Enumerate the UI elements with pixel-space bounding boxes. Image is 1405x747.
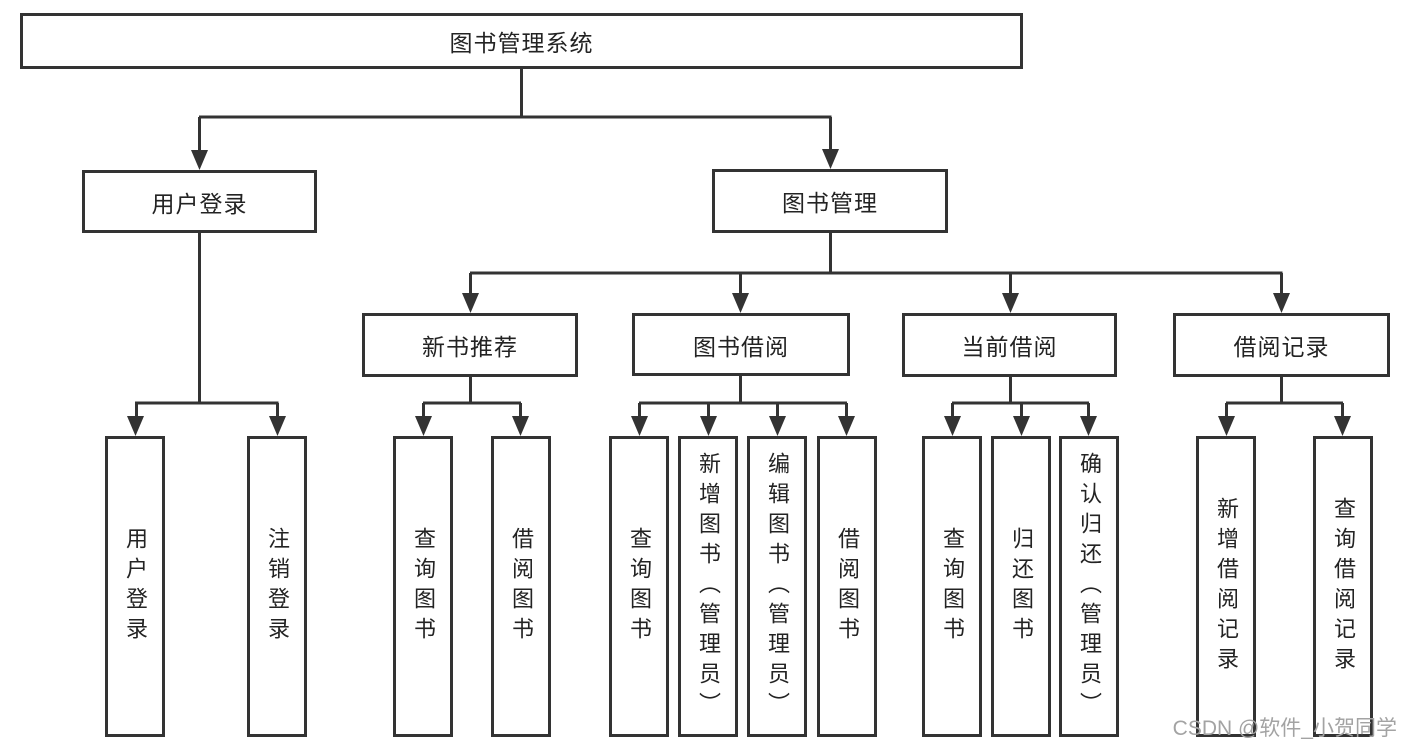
node-label: 图书管理系统	[449, 30, 594, 56]
leaf-user-login: 用户登录	[105, 436, 165, 737]
leaf-label: 借阅图书	[509, 526, 534, 647]
leaf-return-book: 归还图书	[991, 436, 1051, 737]
leaf-label: 新增图书（管理员）	[696, 451, 721, 722]
leaf-add-borrow-record: 新增借阅记录	[1196, 436, 1256, 737]
leaf-query-books-current: 查询图书	[922, 436, 982, 737]
leaf-label: 查询图书	[627, 526, 652, 647]
leaf-label: 借阅图书	[835, 526, 860, 647]
leaf-label: 用户登录	[123, 526, 148, 647]
leaf-query-books-recommend: 查询图书	[393, 436, 453, 737]
node-current-borrow: 当前借阅	[902, 313, 1117, 377]
leaf-query-books-borrow: 查询图书	[609, 436, 669, 737]
leaf-edit-book-admin: 编辑图书（管理员）	[747, 436, 807, 737]
leaf-add-book-admin: 新增图书（管理员）	[678, 436, 738, 737]
leaf-label: 归还图书	[1009, 526, 1034, 647]
leaf-label: 查询借阅记录	[1331, 496, 1356, 677]
node-user-login: 用户登录	[82, 170, 317, 233]
leaf-borrow-books-recommend: 借阅图书	[491, 436, 551, 737]
node-borrow-records: 借阅记录	[1173, 313, 1390, 377]
leaf-label: 确认归还（管理员）	[1077, 451, 1102, 722]
node-book-management: 图书管理	[712, 169, 948, 233]
leaf-label: 查询图书	[411, 526, 436, 647]
leaf-label: 编辑图书（管理员）	[765, 451, 790, 722]
leaf-query-borrow-record: 查询借阅记录	[1313, 436, 1373, 737]
leaf-confirm-return-admin: 确认归还（管理员）	[1059, 436, 1119, 737]
node-label: 用户登录	[151, 190, 248, 217]
node-label: 图书管理	[782, 190, 878, 216]
leaf-logout: 注销登录	[247, 436, 307, 737]
leaf-label: 查询图书	[940, 526, 965, 647]
node-book-borrow: 图书借阅	[632, 313, 850, 376]
node-label: 新书推荐	[422, 334, 518, 360]
leaf-label: 新增借阅记录	[1214, 496, 1239, 677]
node-root-system: 图书管理系统	[20, 13, 1023, 69]
leaf-borrow-books: 借阅图书	[817, 436, 877, 737]
node-label: 当前借阅	[961, 334, 1058, 360]
node-label: 图书借阅	[693, 333, 789, 360]
node-label: 借阅记录	[1233, 334, 1330, 360]
csdn-watermark: CSDN @软件_小贺同学	[1172, 717, 1397, 740]
leaf-label: 注销登录	[265, 526, 290, 647]
node-new-book-recommend: 新书推荐	[362, 313, 578, 377]
